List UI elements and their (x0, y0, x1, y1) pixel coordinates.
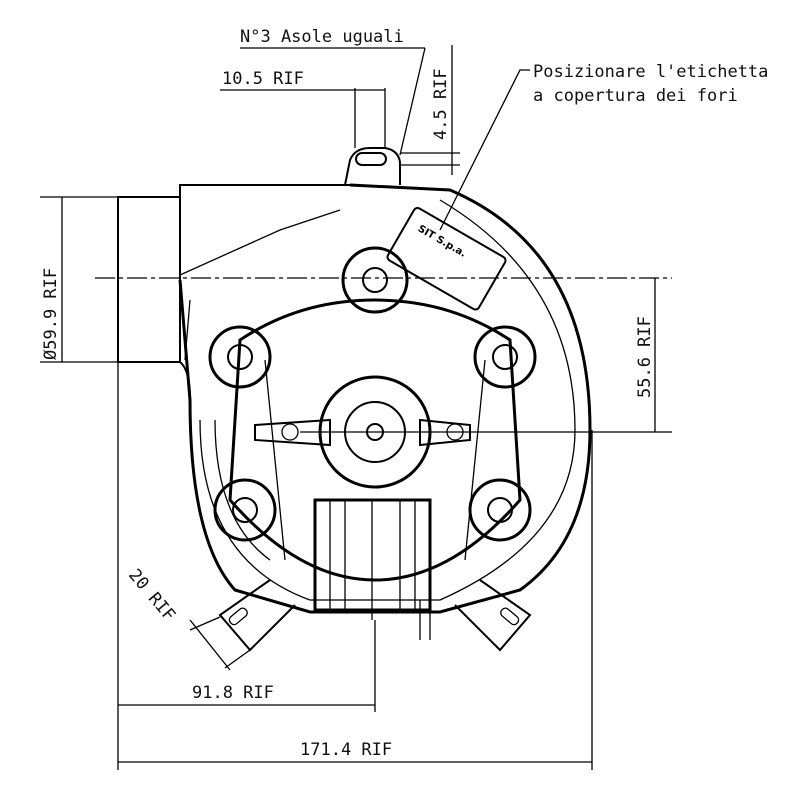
dim-foot: 20 RIF (124, 565, 179, 625)
motor-plate (208, 246, 537, 640)
dim-total-width: 171.4 RIF (300, 740, 392, 760)
dim-slot-height: 4.5 RIF (431, 68, 451, 140)
dimension-lines (40, 45, 672, 770)
note-slots: N°3 Asole uguali (240, 27, 404, 47)
dim-outlet-diameter: Ø59.9 RIF (41, 268, 61, 360)
dim-half-width: 91.8 RIF (192, 683, 274, 703)
dim-center-offset: 55.6 RIF (635, 316, 655, 398)
svg-text:SIT S.p.a.: SIT S.p.a. (416, 223, 468, 259)
label-note-line1: Posizionare l'etichetta (533, 62, 768, 82)
mounting-feet (218, 579, 532, 652)
fan-housing (178, 183, 592, 614)
dim-slot-width: 10.5 RIF (222, 69, 304, 89)
slot-tab (344, 147, 401, 186)
label-note-line2: a copertura dei fori (533, 86, 738, 106)
